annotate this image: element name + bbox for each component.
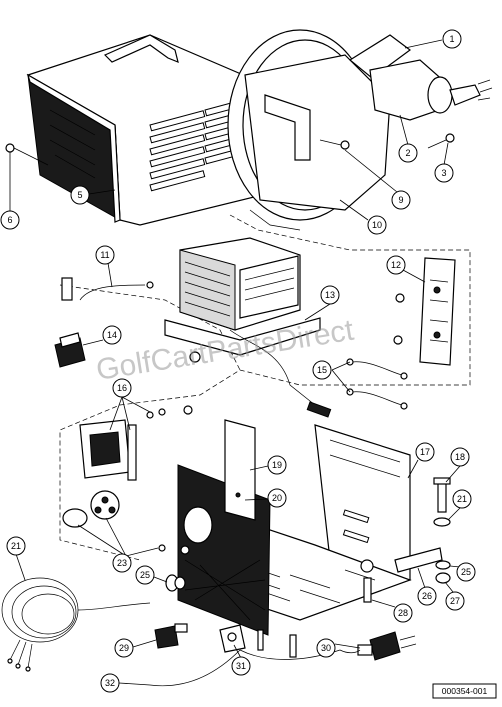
- callout-27: 30: [316, 638, 361, 658]
- timer-knob: [62, 490, 120, 528]
- cover-louvres: [49, 99, 246, 192]
- callout-23: 14: [82, 325, 122, 346]
- callout-9: 25: [135, 565, 168, 585]
- wire-harness-20: [61, 277, 154, 301]
- callout-32: 3: [434, 142, 454, 183]
- callout-label: 27: [450, 596, 460, 606]
- callout-label: 14: [107, 330, 117, 340]
- callout-label: 11: [100, 250, 109, 260]
- callout-label: 9: [398, 195, 403, 205]
- callout-3: 1: [404, 29, 462, 49]
- callout-28: 28: [371, 599, 413, 623]
- callout-1: 21: [447, 489, 472, 521]
- callout-label: 16: [117, 383, 127, 393]
- callout-label: 12: [391, 260, 401, 270]
- bolt-31: [433, 477, 451, 513]
- screw-32: [427, 133, 455, 149]
- washer-30: [435, 560, 451, 570]
- callout-label: 1: [449, 34, 454, 44]
- ac-plug-27: [339, 631, 417, 661]
- callout-15: 32: [100, 673, 151, 693]
- callout-21-top: 5: [70, 185, 116, 205]
- callout-12: 31: [231, 644, 251, 676]
- callout-label: 21: [457, 494, 467, 504]
- figure-id-text: 000354-001: [442, 686, 488, 696]
- callout-label: 2: [405, 148, 410, 158]
- charger-base-chassis: [177, 419, 412, 636]
- callout-13: 13: [304, 285, 340, 321]
- callout-16: 21: [6, 536, 26, 581]
- callout-5: 26: [417, 567, 437, 606]
- callout-25-left: 6: [0, 152, 20, 230]
- dc-cord-16: [1, 577, 151, 672]
- callout-label: 15: [317, 365, 327, 375]
- figure-id-label: 000354-001: [432, 683, 497, 699]
- grommet-9: [165, 574, 186, 592]
- callout-label: 3: [441, 168, 446, 178]
- callout-label: 32: [105, 678, 115, 688]
- callout-label: 19: [272, 460, 282, 470]
- callout-11: 12: [386, 255, 426, 283]
- callout-26: 29: [114, 638, 157, 658]
- ac-cord-inlet: [348, 34, 493, 121]
- callout-label: 25: [461, 567, 471, 577]
- callout-17: 20: [244, 488, 287, 508]
- callout-19: 19: [249, 455, 287, 475]
- foot-5: [394, 547, 443, 573]
- transformer: [164, 237, 332, 418]
- strain-relief-12: [219, 624, 246, 653]
- callout-label: 25: [140, 570, 150, 580]
- callout-label: 17: [420, 447, 430, 457]
- callout-18: 15: [312, 360, 351, 393]
- callout-label: 28: [398, 608, 408, 618]
- callout-29: 27: [444, 581, 465, 611]
- callout-2: 2: [398, 114, 418, 163]
- mounting-screws-lower: [158, 544, 297, 658]
- callout-31: 18: [445, 447, 470, 483]
- callout-label: 29: [119, 643, 129, 653]
- callout-6: 10: [339, 199, 387, 235]
- mounting-bracket: [264, 94, 311, 161]
- callout-label: 23: [117, 558, 127, 568]
- callout-label: 6: [7, 215, 12, 225]
- callout-label: 13: [325, 290, 335, 300]
- callout-label: 5: [77, 190, 82, 200]
- callout-label: 21: [11, 541, 21, 551]
- callout-label: 26: [422, 591, 432, 601]
- callout-10: 23: [77, 517, 159, 573]
- ammeter-timer-14: [79, 405, 193, 481]
- callout-label: 10: [372, 220, 382, 230]
- screw-28: [360, 559, 374, 603]
- screw-25-right: [319, 139, 350, 150]
- callout-21-bottom: 17: [407, 442, 435, 479]
- callout-20: 11: [95, 245, 115, 288]
- nut-29: [435, 572, 451, 584]
- callout-label: 20: [272, 493, 282, 503]
- callout-30: 25: [449, 562, 476, 582]
- diode-heatsink: [393, 257, 456, 366]
- callout-label: 18: [455, 452, 465, 462]
- callout-14: 16: [109, 378, 151, 431]
- callout-25-right: 9: [344, 149, 411, 210]
- jumper-wires-18: [346, 358, 408, 410]
- charger-cover: [26, 34, 270, 226]
- washer-1: [433, 517, 451, 527]
- callout-label: 31: [236, 661, 246, 671]
- fuse-holder-23: [54, 332, 86, 368]
- connector-26: [154, 623, 188, 649]
- callout-label: 30: [321, 643, 331, 653]
